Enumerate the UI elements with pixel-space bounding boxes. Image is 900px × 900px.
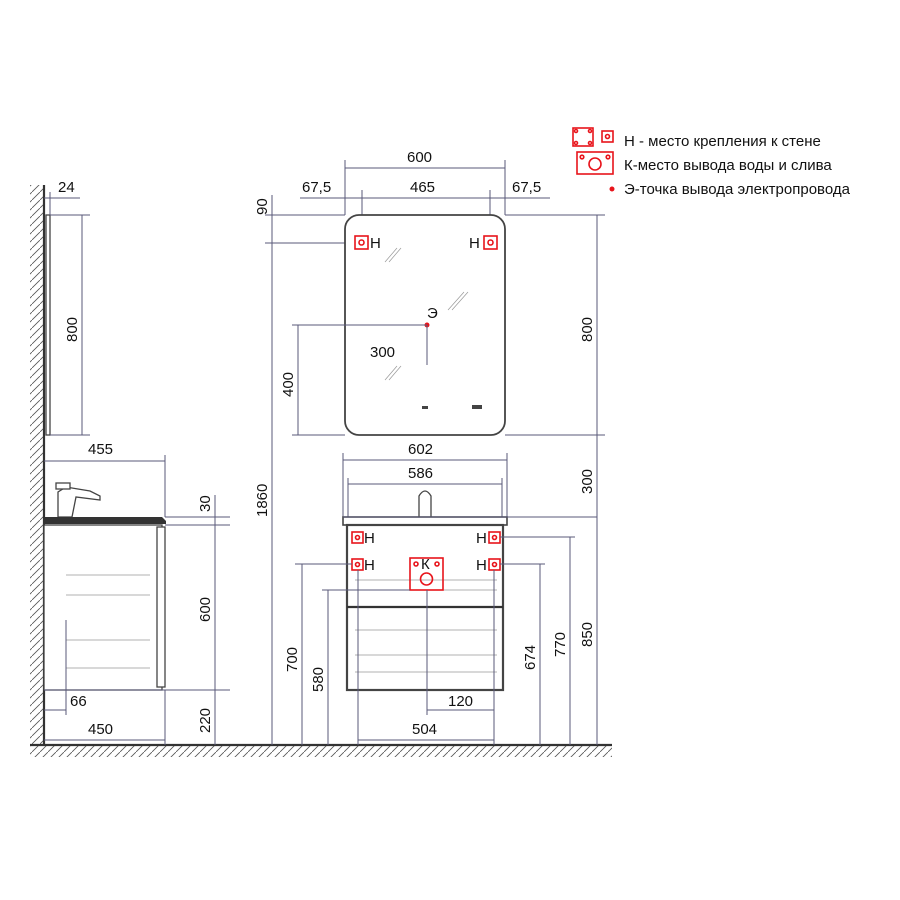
side-top (44, 517, 166, 524)
drawing-shape (601, 130, 614, 143)
dim-side-mirror-height: 800 (64, 317, 81, 342)
dim-top-width: 602 (408, 441, 433, 458)
drawing-shape (351, 531, 364, 544)
drawing-shape (576, 151, 614, 175)
mount-label-mirror-left: Н (370, 235, 381, 252)
floor (30, 743, 612, 757)
dim-cabinet-height: 600 (197, 597, 214, 622)
dim-mount-right: 67,5 (512, 179, 541, 196)
water-legend-icon (576, 151, 614, 175)
drawing-shape (487, 239, 494, 246)
electric-legend-icon (609, 186, 615, 192)
dim-basin-depth: 455 (88, 441, 113, 458)
front-faucet (418, 490, 432, 517)
wall (30, 185, 46, 745)
water-label: К (421, 556, 430, 573)
dimension-line (384, 247, 398, 263)
drawing-shape (605, 154, 611, 160)
mount-label: Н (364, 557, 375, 574)
side-mirror (45, 214, 51, 436)
drawing-shape (434, 561, 440, 567)
dim-mount-width: 504 (412, 721, 437, 738)
legend-water: К-место вывода воды и слива (624, 157, 832, 174)
mount-label: Н (476, 557, 487, 574)
legend-mount: Н - место крепления к стене (624, 133, 821, 150)
drawing-shape (588, 157, 602, 171)
dim-top-thickness: 30 (197, 495, 214, 512)
drawing-shape (413, 561, 419, 567)
side-faucet (55, 482, 101, 518)
drawing-shape (30, 185, 44, 745)
drawing-shape (354, 534, 361, 541)
mount-label: Н (364, 530, 375, 547)
drawing-shape (57, 486, 101, 518)
dim-total-height: 1860 (254, 484, 271, 517)
dim-mount-height-lower: 700 (284, 647, 301, 672)
front-view: 600 67,5 465 67,5 90 1860 Н Н Э 400 300 (254, 149, 605, 745)
drawing-shape (572, 127, 594, 147)
dim-water-height: 580 (310, 667, 327, 692)
mount-marker (351, 531, 364, 544)
dimension-line (447, 291, 465, 311)
dim-mirror-depth: 24 (58, 179, 75, 196)
electric-label: Э (427, 305, 438, 322)
dim-floor-gap: 220 (197, 708, 214, 733)
drawing-shape (579, 154, 585, 160)
drawing-shape (422, 406, 428, 409)
dim-vanity-top-height: 850 (579, 622, 596, 647)
dim-offset: 66 (70, 693, 87, 710)
drawing-shape (358, 239, 365, 246)
dim-mount-left: 67,5 (302, 179, 331, 196)
dim-mirror-height: 800 (579, 317, 596, 342)
drawing-shape (55, 482, 71, 490)
dim-electric-height: 400 (280, 372, 297, 397)
drawing-shape (472, 405, 482, 409)
mount-marker (354, 235, 369, 250)
drawing-shape (491, 561, 498, 568)
drawing-shape (30, 745, 612, 757)
drawing-shape (604, 133, 611, 140)
drawing-shape (419, 572, 434, 586)
drawing-shape (354, 561, 361, 568)
dimension-line (384, 365, 398, 381)
front-top (342, 516, 508, 526)
dimension-line (451, 291, 469, 311)
side-cabinet (43, 524, 163, 691)
drawing-shape (354, 235, 369, 250)
dimension-line (388, 247, 402, 263)
drawing-shape (587, 140, 593, 146)
mount-marker (483, 235, 498, 250)
mount-label: Н (476, 530, 487, 547)
dim-basin-width: 586 (408, 465, 433, 482)
dim-cabinet-depth: 450 (88, 721, 113, 738)
mount-label-mirror-right: Н (469, 235, 480, 252)
side-front (156, 526, 166, 688)
dim-cabinet-mount-height: 674 (522, 645, 539, 670)
side-view: 24 800 455 30 600 220 66 450 (43, 179, 230, 745)
dim-mount-top: 90 (254, 198, 271, 215)
drawing-shape (587, 128, 593, 134)
dimension-line (388, 365, 402, 381)
dim-mirror-width: 600 (407, 149, 432, 166)
mount-legend-icon (572, 127, 614, 147)
dim-gap-height: 300 (579, 469, 596, 494)
legend: Н - место крепления к стене К-место выво… (572, 127, 851, 198)
drawing-shape (491, 534, 498, 541)
drawing-shape (573, 128, 579, 134)
legend-electric: Э-точка вывода электропровода (624, 181, 851, 198)
dim-mount-height-upper: 770 (552, 632, 569, 657)
dim-water-offset: 120 (448, 693, 473, 710)
drawing-shape (573, 140, 579, 146)
dim-mount-span: 465 (410, 179, 435, 196)
drawing-shape (483, 235, 498, 250)
dim-electric-offset: 300 (370, 344, 395, 361)
